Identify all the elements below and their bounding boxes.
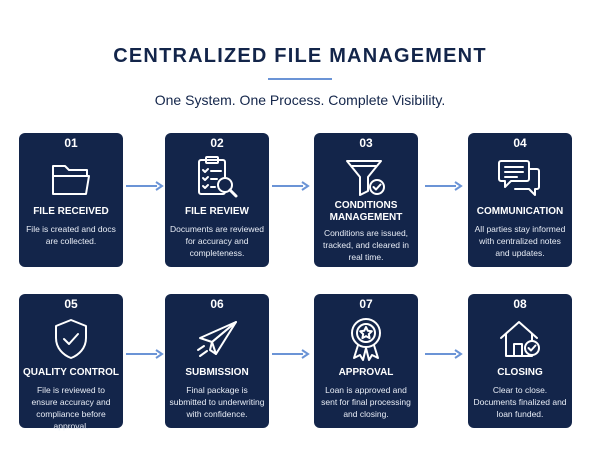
chat-bubbles-icon xyxy=(468,155,572,201)
step-title: APPROVAL xyxy=(338,367,394,378)
step-number: 08 xyxy=(513,297,527,311)
arrow-right-icon xyxy=(272,349,310,359)
step-title: FILE REVIEW xyxy=(185,206,249,217)
page-title: CENTRALIZED FILE MANAGEMENT xyxy=(113,45,487,67)
house-check-icon xyxy=(468,316,572,362)
step-card-6: 06 SUBMISSION Final package is submitted… xyxy=(165,294,269,428)
step-number: 07 xyxy=(359,297,373,311)
step-title: QUALITY CONTROL xyxy=(23,367,119,378)
shield-check-icon xyxy=(19,316,123,362)
step-title: SUBMISSION xyxy=(185,367,249,378)
step-number: 06 xyxy=(210,297,224,311)
arrow-right-icon xyxy=(126,181,164,191)
step-card-7: 07 APPROVAL Loan is approved and sent fo… xyxy=(314,294,418,428)
paper-plane-icon xyxy=(165,316,269,362)
step-card-2: 02 FILE REVIEW Documents are reviewed fo… xyxy=(165,133,269,267)
award-ribbon-icon xyxy=(314,316,418,362)
step-title: CONDITIONS MANAGEMENT xyxy=(329,200,403,223)
step-title: CLOSING xyxy=(497,367,543,378)
step-card-4: 04 COMMUNICATION All parties stay inform… xyxy=(468,133,572,267)
step-number: 03 xyxy=(359,136,373,150)
step-card-3: 03 CONDITIONS MANAGEMENT Conditions are … xyxy=(314,133,418,267)
step-description: Documents are reviewed for accuracy and … xyxy=(169,224,264,258)
step-description: File is created and docs are collected. xyxy=(26,224,116,246)
step-description: Loan is approved and sent for final proc… xyxy=(321,385,411,419)
step-number: 04 xyxy=(513,136,527,150)
page-subtitle: One System. One Process. Complete Visibi… xyxy=(154,92,446,108)
step-title: FILE RECEIVED xyxy=(33,206,109,217)
clipboard-search-icon xyxy=(165,155,269,201)
step-number: 02 xyxy=(210,136,224,150)
step-card-5: 05 QUALITY CONTROL File is reviewed to e… xyxy=(19,294,123,431)
folder-icon xyxy=(19,155,123,201)
step-description: Clear to close. Documents finalized and … xyxy=(473,385,567,419)
step-number: 01 xyxy=(64,136,78,150)
step-description: Final package is submitted to underwriti… xyxy=(169,385,265,419)
funnel-check-icon xyxy=(314,155,418,201)
step-title: COMMUNICATION xyxy=(476,206,564,217)
arrow-right-icon xyxy=(425,181,463,191)
step-card-1: 01 FILE RECEIVED File is created and doc… xyxy=(19,133,123,267)
step-description: All parties stay informed with centraliz… xyxy=(474,224,566,258)
arrow-right-icon xyxy=(272,181,310,191)
step-description: Conditions are issued, tracked, and clea… xyxy=(323,228,409,262)
step-card-8: 08 CLOSING Clear to close. Documents fin… xyxy=(468,294,572,428)
title-underline xyxy=(268,78,332,80)
arrow-right-icon xyxy=(425,349,463,359)
step-number: 05 xyxy=(64,297,78,311)
arrow-right-icon xyxy=(126,349,164,359)
step-description: File is reviewed to ensure accuracy and … xyxy=(31,385,111,431)
